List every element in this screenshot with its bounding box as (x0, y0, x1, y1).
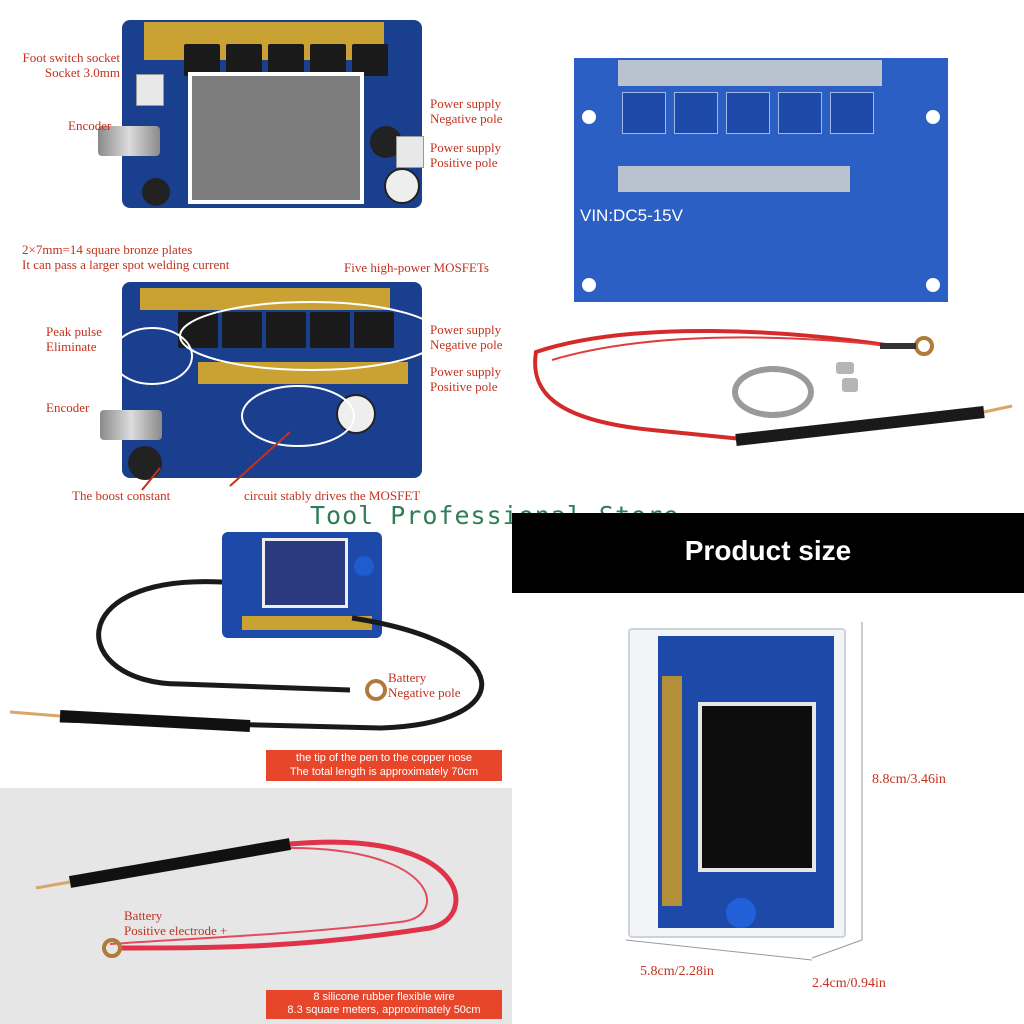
label-mosfets: Five high-power MOSFETs (344, 260, 489, 275)
label-power-positive: Power supply Positive pole (430, 364, 502, 394)
welding-pen-positive (533, 329, 1013, 446)
lcd-screen (262, 538, 348, 608)
panel-positive-wire: Battery Positive electrode + 8 silicone … (0, 788, 512, 1024)
encoder-knob (98, 126, 160, 156)
mosfet-pad (726, 92, 770, 134)
label-power-positive: Power supply Positive pole (430, 140, 502, 170)
mosfet-pad (674, 92, 718, 134)
mosfet (268, 44, 304, 76)
mosfet (310, 44, 346, 76)
mount-hole (582, 110, 596, 124)
label-encoder: Encoder (46, 400, 90, 415)
nut-icon (842, 378, 858, 392)
solder-strip (618, 60, 882, 86)
acrylic-case (628, 628, 846, 938)
lcd-screen (698, 702, 816, 872)
mosfet-pad (622, 92, 666, 134)
lcd-screen (188, 72, 364, 204)
knob-icon (726, 898, 756, 928)
label-power-negative: Power supply Negative pole (430, 322, 503, 352)
caption-box: the tip of the pen to the copper nose Th… (266, 750, 502, 781)
label-peak-pulse: Peak pulse Eliminate (46, 324, 102, 354)
capacitor (336, 394, 376, 434)
welder-module (222, 532, 382, 638)
mosfet (352, 44, 388, 76)
mosfet (266, 312, 306, 348)
label-power-negative: Power supply Negative pole (430, 96, 503, 126)
mount-hole (926, 278, 940, 292)
label-circuit-drives: circuit stably drives the MOSFET (244, 488, 421, 503)
panel-board-back: 2×7mm=14 square bronze plates It can pas… (0, 236, 512, 506)
label-bronze-plates: 2×7mm=14 square bronze plates It can pas… (22, 242, 230, 272)
foot-switch-socket (136, 74, 164, 106)
mosfet (184, 44, 220, 76)
copper-plate (662, 676, 682, 906)
mosfet-pad (830, 92, 874, 134)
dimension-depth: 2.4cm/0.94in (812, 976, 886, 991)
copper-plate (242, 616, 372, 630)
screw-icon (836, 362, 854, 374)
solder-strip (618, 166, 850, 192)
caption-box: 8 silicone rubber flexible wire 8.3 squa… (266, 990, 502, 1019)
welding-pen-negative (9, 579, 484, 732)
nickel-ring (732, 366, 814, 418)
panel-product-size: 8.8cm/3.46in 5.8cm/2.28in 2.4cm/0.94in (512, 600, 1024, 1024)
copper-plate (140, 288, 390, 310)
mount-hole (582, 278, 596, 292)
pcb-board (658, 636, 834, 928)
mount-hole (926, 110, 940, 124)
dimension-lines (625, 622, 863, 961)
mosfet (222, 312, 262, 348)
knob-icon (354, 556, 374, 576)
panel-welder-cable: Battery Negative pole the tip of the pen… (0, 524, 512, 786)
board-text: VIN:DC5-15V (580, 206, 683, 225)
pcb-board: VIN:DC5-15V (574, 58, 948, 302)
capacitor (142, 178, 170, 206)
mosfet (226, 44, 262, 76)
welding-pen-positive (35, 838, 459, 958)
dimension-width: 5.8cm/2.28in (640, 964, 714, 979)
encoder-knob (100, 410, 162, 440)
label-encoder: Encoder (68, 118, 112, 133)
label-battery-negative: Battery Negative pole (388, 670, 461, 700)
panel-board-bare: VIN:DC5-15V (512, 0, 1024, 500)
panel-board-top: Foot switch socket Socket 3.0mm Encoder … (0, 0, 512, 230)
mosfet-pad (778, 92, 822, 134)
capacitor (384, 168, 420, 204)
product-size-bar: Product size (512, 513, 1024, 593)
label-boost-constant: The boost constant (72, 488, 171, 503)
label-foot-switch: Foot switch socket Socket 3.0mm (22, 50, 121, 80)
copper-plate (144, 22, 384, 60)
power-connector (396, 136, 424, 168)
label-battery-positive: Battery Positive electrode + (124, 908, 228, 938)
capacitor (128, 446, 162, 480)
pcb-board (122, 20, 422, 208)
product-size-title: Product size (684, 535, 852, 566)
mosfet (310, 312, 350, 348)
highlight-ellipses (111, 301, 441, 491)
mosfet (354, 312, 394, 348)
dimension-height: 8.8cm/3.46in (872, 772, 946, 787)
